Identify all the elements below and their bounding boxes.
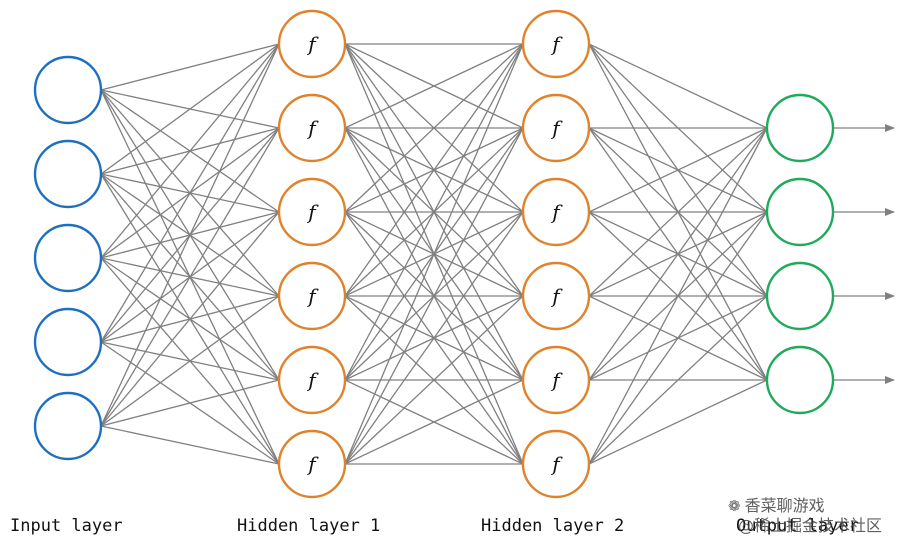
- hidden-2-node-2: [521, 177, 591, 247]
- input-node-2: [33, 223, 103, 293]
- edge-hidden-1-3-to-hidden-2-0: [344, 43, 524, 297]
- output-node-1: [765, 177, 835, 247]
- edge-hidden-1-1-to-hidden-2-0: [344, 43, 524, 129]
- edge-hidden-2-5-to-output-0: [588, 127, 768, 465]
- wechat-icon: ❁: [728, 497, 741, 515]
- edge-input-4-to-hidden-1-1: [100, 127, 280, 427]
- edge-input-4-to-hidden-1-2: [100, 211, 280, 427]
- watermark-line1: 香菜聊游戏: [744, 496, 825, 515]
- edge-input-4-to-hidden-1-4: [100, 379, 280, 427]
- edge-input-4-to-hidden-1-3: [100, 295, 280, 427]
- edge-input-0-to-hidden-1-0: [100, 43, 280, 91]
- input-node-3: [33, 307, 103, 377]
- hidden-2-node-0: [521, 9, 591, 79]
- edge-input-3-to-hidden-1-0: [100, 43, 280, 343]
- hidden-1-node-5: [277, 429, 347, 499]
- edge-hidden-2-5-to-output-1: [588, 211, 768, 465]
- output-node-3: [765, 345, 835, 415]
- connections: [100, 43, 768, 465]
- watermark: ❁香菜聊游戏 @稀土掘金技术社区: [728, 496, 882, 535]
- hidden-2-node-4: [521, 345, 591, 415]
- edge-hidden-1-4-to-hidden-2-0: [344, 43, 524, 381]
- hidden-1-node-0: [277, 9, 347, 79]
- hidden-1-node-2: [277, 177, 347, 247]
- edge-hidden-1-5-to-hidden-2-3: [344, 295, 524, 465]
- hidden-2-node-1: [521, 93, 591, 163]
- edge-hidden-2-2-to-output-0: [588, 127, 768, 213]
- output-node-2: [765, 261, 835, 331]
- edge-hidden-1-5-to-hidden-2-4: [344, 379, 524, 465]
- output-arrows: [833, 124, 895, 384]
- input-node-4: [33, 391, 103, 461]
- edge-hidden-2-3-to-output-0: [588, 127, 768, 297]
- edge-hidden-2-5-to-output-3: [588, 379, 768, 465]
- edge-hidden-1-5-to-hidden-2-2: [344, 211, 524, 465]
- hidden-1-node-1: [277, 93, 347, 163]
- input-layer-label: Input layer: [10, 516, 123, 536]
- input-node-1: [33, 139, 103, 209]
- edge-input-2-to-hidden-1-0: [100, 43, 280, 259]
- hidden-layer-1-label: Hidden layer 1: [237, 516, 381, 536]
- edge-input-4-to-hidden-1-5: [100, 425, 280, 465]
- hidden-1-node-3: [277, 261, 347, 331]
- edge-input-4-to-hidden-1-0: [100, 43, 280, 427]
- edge-hidden-1-5-to-hidden-2-0: [344, 43, 524, 465]
- hidden-layer-2-label: Hidden layer 2: [481, 516, 625, 536]
- edge-hidden-2-5-to-output-2: [588, 295, 768, 465]
- edge-input-1-to-hidden-1-0: [100, 43, 280, 175]
- hidden-2-node-3: [521, 261, 591, 331]
- edge-hidden-2-0-to-output-0: [588, 43, 768, 129]
- output-layer-label: Output layer: [736, 516, 859, 536]
- edge-hidden-1-2-to-hidden-2-0: [344, 43, 524, 213]
- edge-hidden-1-5-to-hidden-2-1: [344, 127, 524, 465]
- hidden-1-node-4: [277, 345, 347, 415]
- hidden-2-node-5: [521, 429, 591, 499]
- watermark-line2: @稀土掘金技术社区: [738, 516, 883, 535]
- input-node-0: [33, 55, 103, 125]
- edge-hidden-2-4-to-output-0: [588, 127, 768, 381]
- output-node-0: [765, 93, 835, 163]
